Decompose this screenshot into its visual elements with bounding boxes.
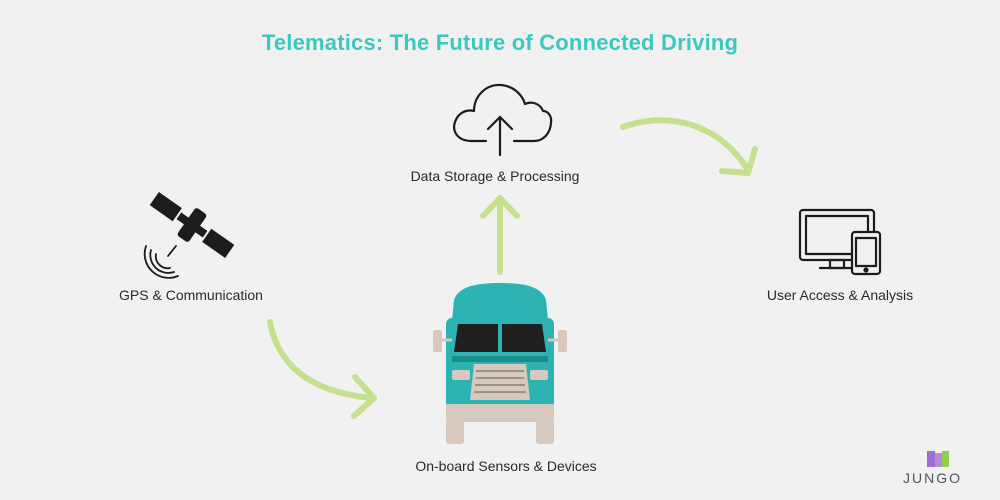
arrow-gps-to-sensors xyxy=(270,322,374,416)
node-sensors-label: On-board Sensors & Devices xyxy=(415,458,596,474)
truck-icon xyxy=(433,283,567,444)
monitor-tablet-icon xyxy=(800,210,880,274)
node-storage-label: Data Storage & Processing xyxy=(411,168,580,184)
satellite-icon xyxy=(145,185,240,278)
arrow-sensors-to-storage xyxy=(483,198,517,272)
jungo-logo-icon xyxy=(927,451,949,467)
node-gps-label: GPS & Communication xyxy=(119,287,263,303)
cloud-upload-icon xyxy=(454,85,551,155)
node-user-label: User Access & Analysis xyxy=(767,287,913,303)
arrow-storage-to-user xyxy=(623,120,755,173)
logo-text: JUNGO xyxy=(903,470,962,486)
